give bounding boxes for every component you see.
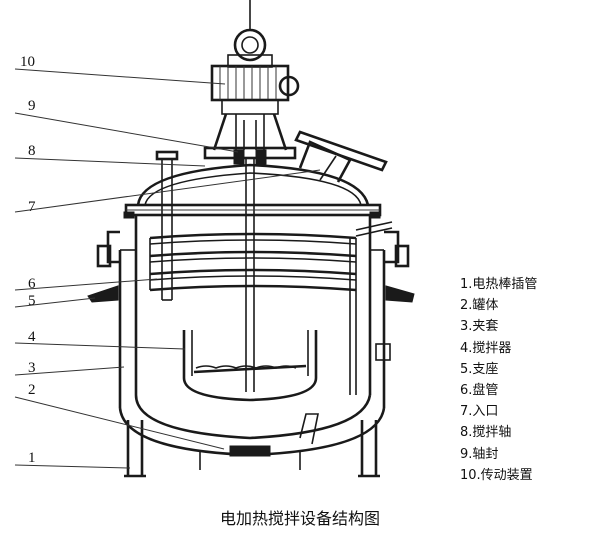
legend-item: 5.支座 bbox=[460, 361, 499, 377]
label-6: 6 bbox=[28, 276, 36, 292]
diagram-caption: 电加热搅拌设备结构图 bbox=[219, 509, 380, 528]
legend-item: 2.罐体 bbox=[460, 298, 499, 314]
label-2: 2 bbox=[28, 382, 36, 398]
label-9: 9 bbox=[28, 98, 36, 114]
legend-item: 8.搅拌轴 bbox=[460, 425, 512, 441]
label-5: 5 bbox=[28, 293, 36, 309]
drive-unit bbox=[210, 0, 300, 115]
legend-item: 1.电热棒插管 bbox=[460, 277, 538, 292]
legend-item: 7.入口 bbox=[460, 404, 499, 420]
coil-tubes bbox=[149, 221, 393, 395]
vessel-head bbox=[123, 163, 382, 219]
part-numbers: 10 9 8 7 6 5 4 3 2 1 bbox=[20, 54, 36, 466]
label-1: 1 bbox=[28, 450, 36, 466]
legend-item: 6.盘管 bbox=[460, 383, 499, 399]
legend-item: 4.搅拌器 bbox=[460, 340, 512, 356]
leader-lines bbox=[14, 68, 321, 469]
label-4: 4 bbox=[28, 329, 36, 345]
side-nozzles bbox=[87, 230, 415, 361]
bottom-legs bbox=[124, 413, 380, 478]
vessel-body bbox=[134, 215, 372, 440]
label-3: 3 bbox=[28, 360, 36, 376]
label-10: 10 bbox=[20, 54, 35, 70]
legend-item: 9.轴封 bbox=[460, 446, 499, 462]
label-8: 8 bbox=[28, 143, 36, 159]
inlet-nozzle bbox=[294, 130, 388, 183]
jacket bbox=[118, 249, 386, 457]
shaft-seal bbox=[203, 113, 297, 165]
heating-rod-sleeve bbox=[155, 150, 179, 301]
label-7: 7 bbox=[28, 199, 36, 215]
legend-item: 10.传动装置 bbox=[460, 467, 533, 483]
agitator-shaft bbox=[245, 158, 255, 392]
stirrer bbox=[182, 330, 318, 402]
parts-legend: 1.电热棒插管 2.罐体 3.夹套 4.搅拌器 5.支座 6.盘管 7.入口 8… bbox=[460, 274, 537, 486]
legend-item: 3.夹套 bbox=[460, 319, 499, 335]
